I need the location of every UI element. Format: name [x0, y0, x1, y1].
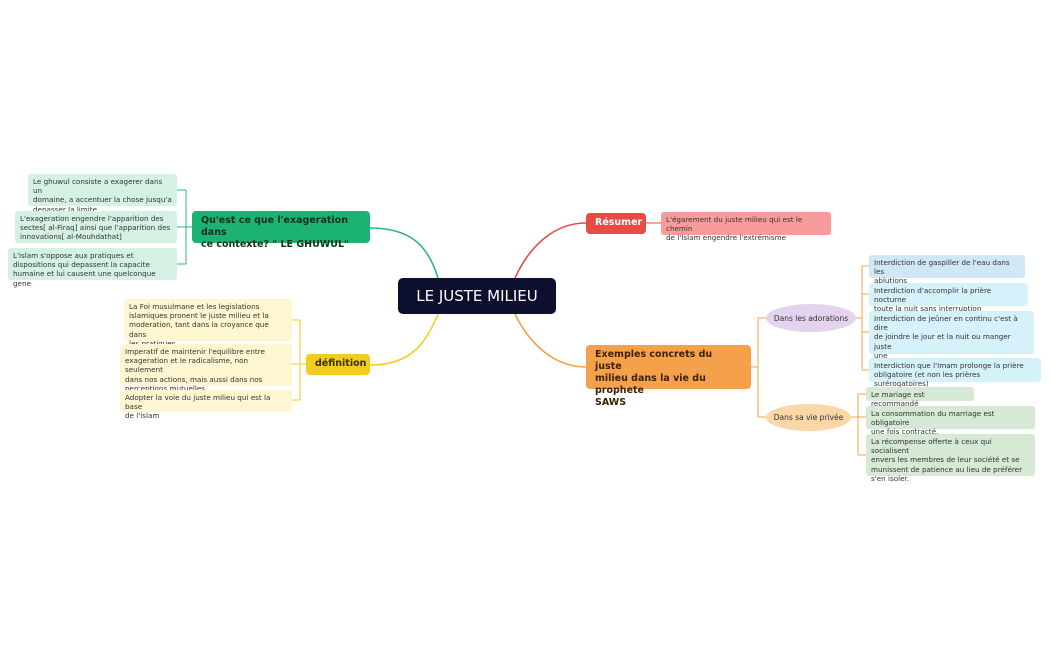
adorations-item[interactable]: Interdiction d'accomplir la prière noctu…	[869, 283, 1028, 313]
topic-definition[interactable]: définition	[306, 354, 370, 375]
subtopic-privee-label: Dans sa vie privée	[773, 413, 844, 422]
topic-ghuwul[interactable]: Qu'est ce que l'exageration dans ce cont…	[192, 211, 370, 250]
adorations-item[interactable]: Interdiction que l'Imam prolonge la priè…	[869, 358, 1041, 388]
ghuwul-item[interactable]: Le ghuwul consiste a exagerer dans un do…	[28, 174, 177, 214]
central-topic[interactable]: LE JUSTE MILIEU	[398, 278, 556, 314]
central-topic-label: LE JUSTE MILIEU	[416, 287, 538, 305]
link-central-exemples	[514, 313, 587, 368]
ghuwul-item[interactable]: L'islam s'oppose aux pratiques et dispos…	[8, 248, 177, 288]
topic-resumer[interactable]: Résumer	[586, 213, 646, 234]
link-adorations-items	[856, 265, 869, 371]
definition-item[interactable]: La Foi musulmane et les legislations isl…	[124, 299, 292, 348]
topic-exemples[interactable]: Exemples concrets du juste milieu dans l…	[586, 345, 751, 408]
adorations-item[interactable]: Interdiction de jeûner en continu c'est …	[869, 311, 1034, 369]
privee-item[interactable]: La consommation du marriage est obligato…	[866, 406, 1035, 436]
privee-item[interactable]: La récompense offerte à ceux qui sociali…	[866, 434, 1035, 483]
link-privee-items	[851, 393, 866, 456]
link-central-ghuwul	[369, 227, 439, 279]
adorations-item[interactable]: Interdiction de gaspiller de l'eau dans …	[869, 255, 1025, 285]
subtopic-adorations[interactable]: Dans les adorations	[766, 304, 856, 332]
link-central-resumer	[514, 222, 587, 279]
link-exemples-subtopics	[751, 317, 766, 418]
link-ghuwul-items	[177, 189, 192, 265]
subtopic-adorations-label: Dans les adorations	[773, 313, 849, 323]
definition-item[interactable]: Adopter la voie du juste milieu qui est …	[120, 390, 292, 420]
privee-item[interactable]: Le mariage est recommandé	[866, 387, 974, 408]
link-definition-items	[292, 319, 306, 401]
ghuwul-item[interactable]: L'exageration engendre l'apparition des …	[15, 211, 177, 243]
definition-item[interactable]: Imperatif de maintenir l'equilibre entre…	[120, 344, 292, 393]
subtopic-privee[interactable]: Dans sa vie privée	[766, 404, 851, 431]
link-central-definition	[369, 313, 439, 366]
resumer-item[interactable]: L'égarement du juste milieu qui est le c…	[661, 212, 831, 242]
